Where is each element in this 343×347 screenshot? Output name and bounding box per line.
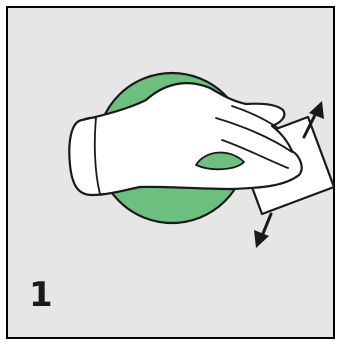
step-number: 1: [29, 275, 53, 315]
gloved-hand-icon: [68, 82, 303, 197]
double-direction-arrow-icon: [254, 101, 324, 248]
